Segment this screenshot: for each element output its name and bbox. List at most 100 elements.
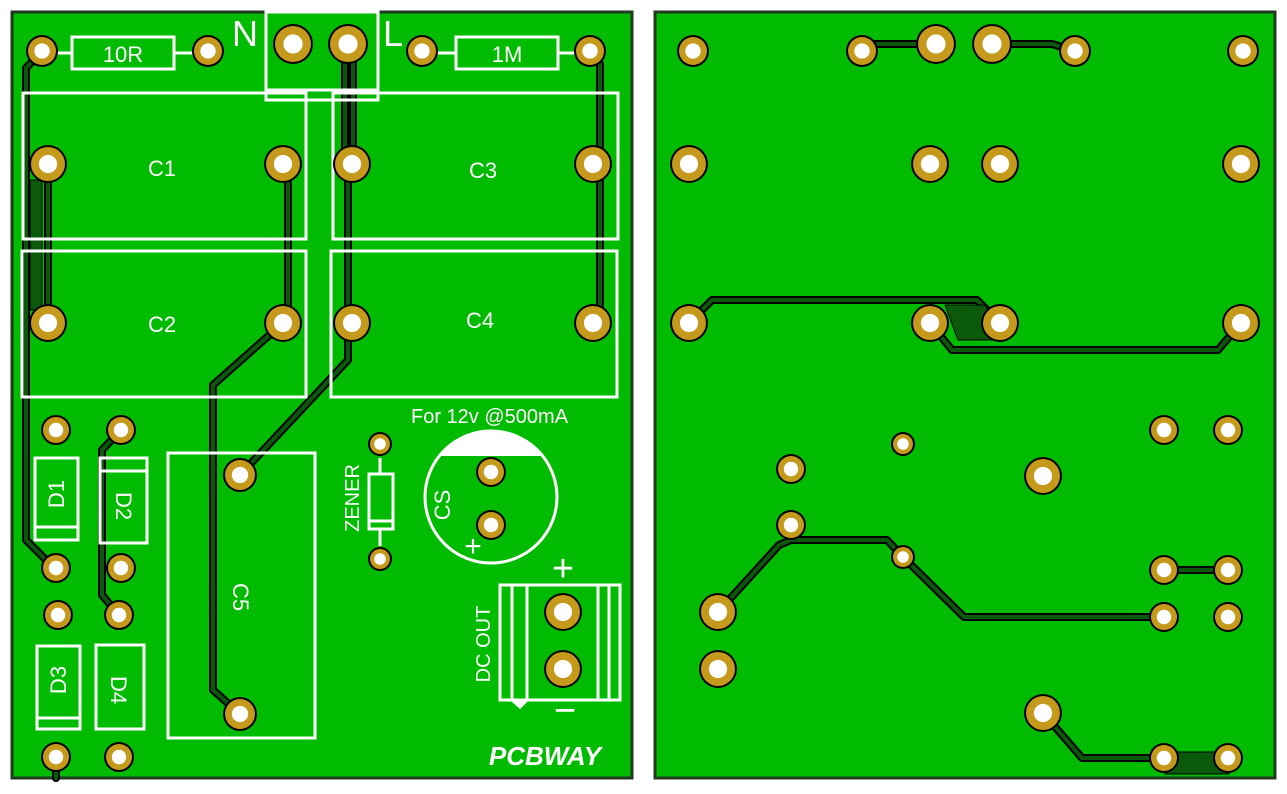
pad xyxy=(1222,304,1260,342)
label-d1: D1 xyxy=(44,480,69,508)
pad xyxy=(891,432,915,456)
label-dc-plus: + xyxy=(552,548,574,590)
pad xyxy=(699,650,737,688)
label-dc-minus: − xyxy=(554,690,576,732)
pad xyxy=(1213,602,1243,632)
pad xyxy=(1213,415,1243,445)
connector-outline-ac xyxy=(264,10,380,102)
pad xyxy=(916,24,956,64)
pad xyxy=(29,145,67,183)
pad xyxy=(911,304,949,342)
front-board: N L 10R 1M C1 C2 C3 C4 C5 CS + D1 D2 D3 … xyxy=(10,10,634,782)
front-labels: N L 10R 1M C1 C2 C3 C4 C5 CS + D1 D2 D3 … xyxy=(44,13,604,771)
pad xyxy=(26,35,58,67)
pad xyxy=(1149,602,1179,632)
label-c2: C2 xyxy=(148,312,176,337)
label-live: L xyxy=(383,13,403,54)
pad xyxy=(328,24,368,64)
pad xyxy=(43,600,73,630)
pad xyxy=(264,304,302,342)
pad xyxy=(1213,743,1243,773)
label-d3: D3 xyxy=(46,666,71,694)
front-pads xyxy=(26,24,612,772)
pad xyxy=(29,304,67,342)
label-c5: C5 xyxy=(228,583,253,611)
front-silkscreen xyxy=(20,10,622,740)
pad xyxy=(106,415,136,445)
back-pads xyxy=(670,24,1260,773)
pad xyxy=(264,145,302,183)
pad xyxy=(476,510,506,540)
d2-outline xyxy=(98,456,149,545)
pad xyxy=(1024,694,1062,732)
pad xyxy=(41,415,71,445)
c2-outline xyxy=(20,249,308,399)
back-board xyxy=(653,10,1277,780)
pad xyxy=(574,145,612,183)
pad xyxy=(677,35,709,67)
d1-outline xyxy=(33,456,80,542)
pad xyxy=(574,35,606,67)
pad xyxy=(670,145,708,183)
pad xyxy=(972,24,1012,64)
pad xyxy=(406,35,438,67)
c4-outline xyxy=(329,249,619,399)
pad xyxy=(911,145,949,183)
label-cs-plus: + xyxy=(464,530,482,563)
pad xyxy=(1024,457,1062,495)
pad xyxy=(544,593,582,631)
pad xyxy=(333,304,371,342)
label-c1: C1 xyxy=(148,156,176,181)
pad xyxy=(1222,145,1260,183)
pad xyxy=(273,24,313,64)
pad xyxy=(1149,415,1179,445)
pad xyxy=(333,145,371,183)
label-rating-note: For 12v @500mA xyxy=(411,406,569,428)
cs-outline xyxy=(423,429,559,565)
front-board-substrate xyxy=(10,10,634,780)
pad xyxy=(1149,743,1179,773)
pad xyxy=(41,553,71,583)
pad xyxy=(106,553,136,583)
pad xyxy=(776,510,806,540)
label-d4: D4 xyxy=(106,676,131,704)
brand-logo-text: PCBWAY xyxy=(489,741,604,771)
label-d2: D2 xyxy=(111,492,136,520)
pad xyxy=(368,432,392,456)
pad xyxy=(1059,35,1091,67)
pad xyxy=(574,304,612,342)
label-resistor-1m: 1M xyxy=(492,42,523,67)
d3-outline xyxy=(35,644,82,731)
pad xyxy=(776,454,806,484)
label-neutral: N xyxy=(232,13,258,54)
pad xyxy=(981,145,1019,183)
pad xyxy=(699,593,737,631)
pad xyxy=(891,545,915,569)
c5-outline xyxy=(166,451,317,740)
cs-polarity-band xyxy=(440,431,542,456)
pad xyxy=(41,742,71,772)
pad xyxy=(544,650,582,688)
pad xyxy=(223,697,257,731)
dc-out-outline xyxy=(498,583,622,702)
back-board-substrate xyxy=(653,10,1277,780)
pad xyxy=(1213,555,1243,585)
label-dc-out: DC OUT xyxy=(473,606,495,683)
c3-outline xyxy=(331,91,620,241)
label-resistor-10r: 10R xyxy=(103,42,143,67)
label-c4: C4 xyxy=(466,308,494,333)
pad xyxy=(846,35,878,67)
pad xyxy=(670,304,708,342)
c1-outline xyxy=(21,91,308,241)
pad xyxy=(223,458,257,492)
pad xyxy=(1149,555,1179,585)
pad xyxy=(1227,35,1259,67)
pad xyxy=(192,35,224,67)
pad xyxy=(368,547,392,571)
label-zener: ZENER xyxy=(342,464,364,532)
pad xyxy=(981,304,1019,342)
pad xyxy=(476,457,506,487)
label-cs: CS xyxy=(430,490,455,521)
